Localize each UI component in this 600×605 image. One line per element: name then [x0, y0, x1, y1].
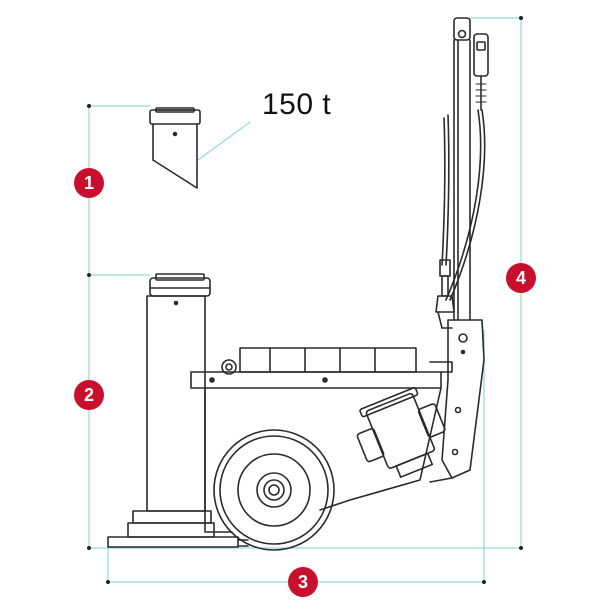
chassis [190, 347, 453, 533]
callout-badge-1: 1 [74, 168, 104, 198]
wheel [213, 429, 335, 551]
handle-bracket [429, 319, 485, 483]
ram-cylinder [107, 273, 249, 548]
callout-badge-3: 3 [288, 567, 318, 597]
capacity-label: 150 t [262, 88, 332, 121]
dimension-ticks [87, 16, 523, 584]
extended-ram-head [149, 107, 201, 189]
callout-badge-2: 2 [74, 380, 104, 410]
handle-bar [435, 17, 489, 329]
pump-motor [356, 387, 446, 478]
callout-badge-4: 4 [506, 263, 536, 293]
